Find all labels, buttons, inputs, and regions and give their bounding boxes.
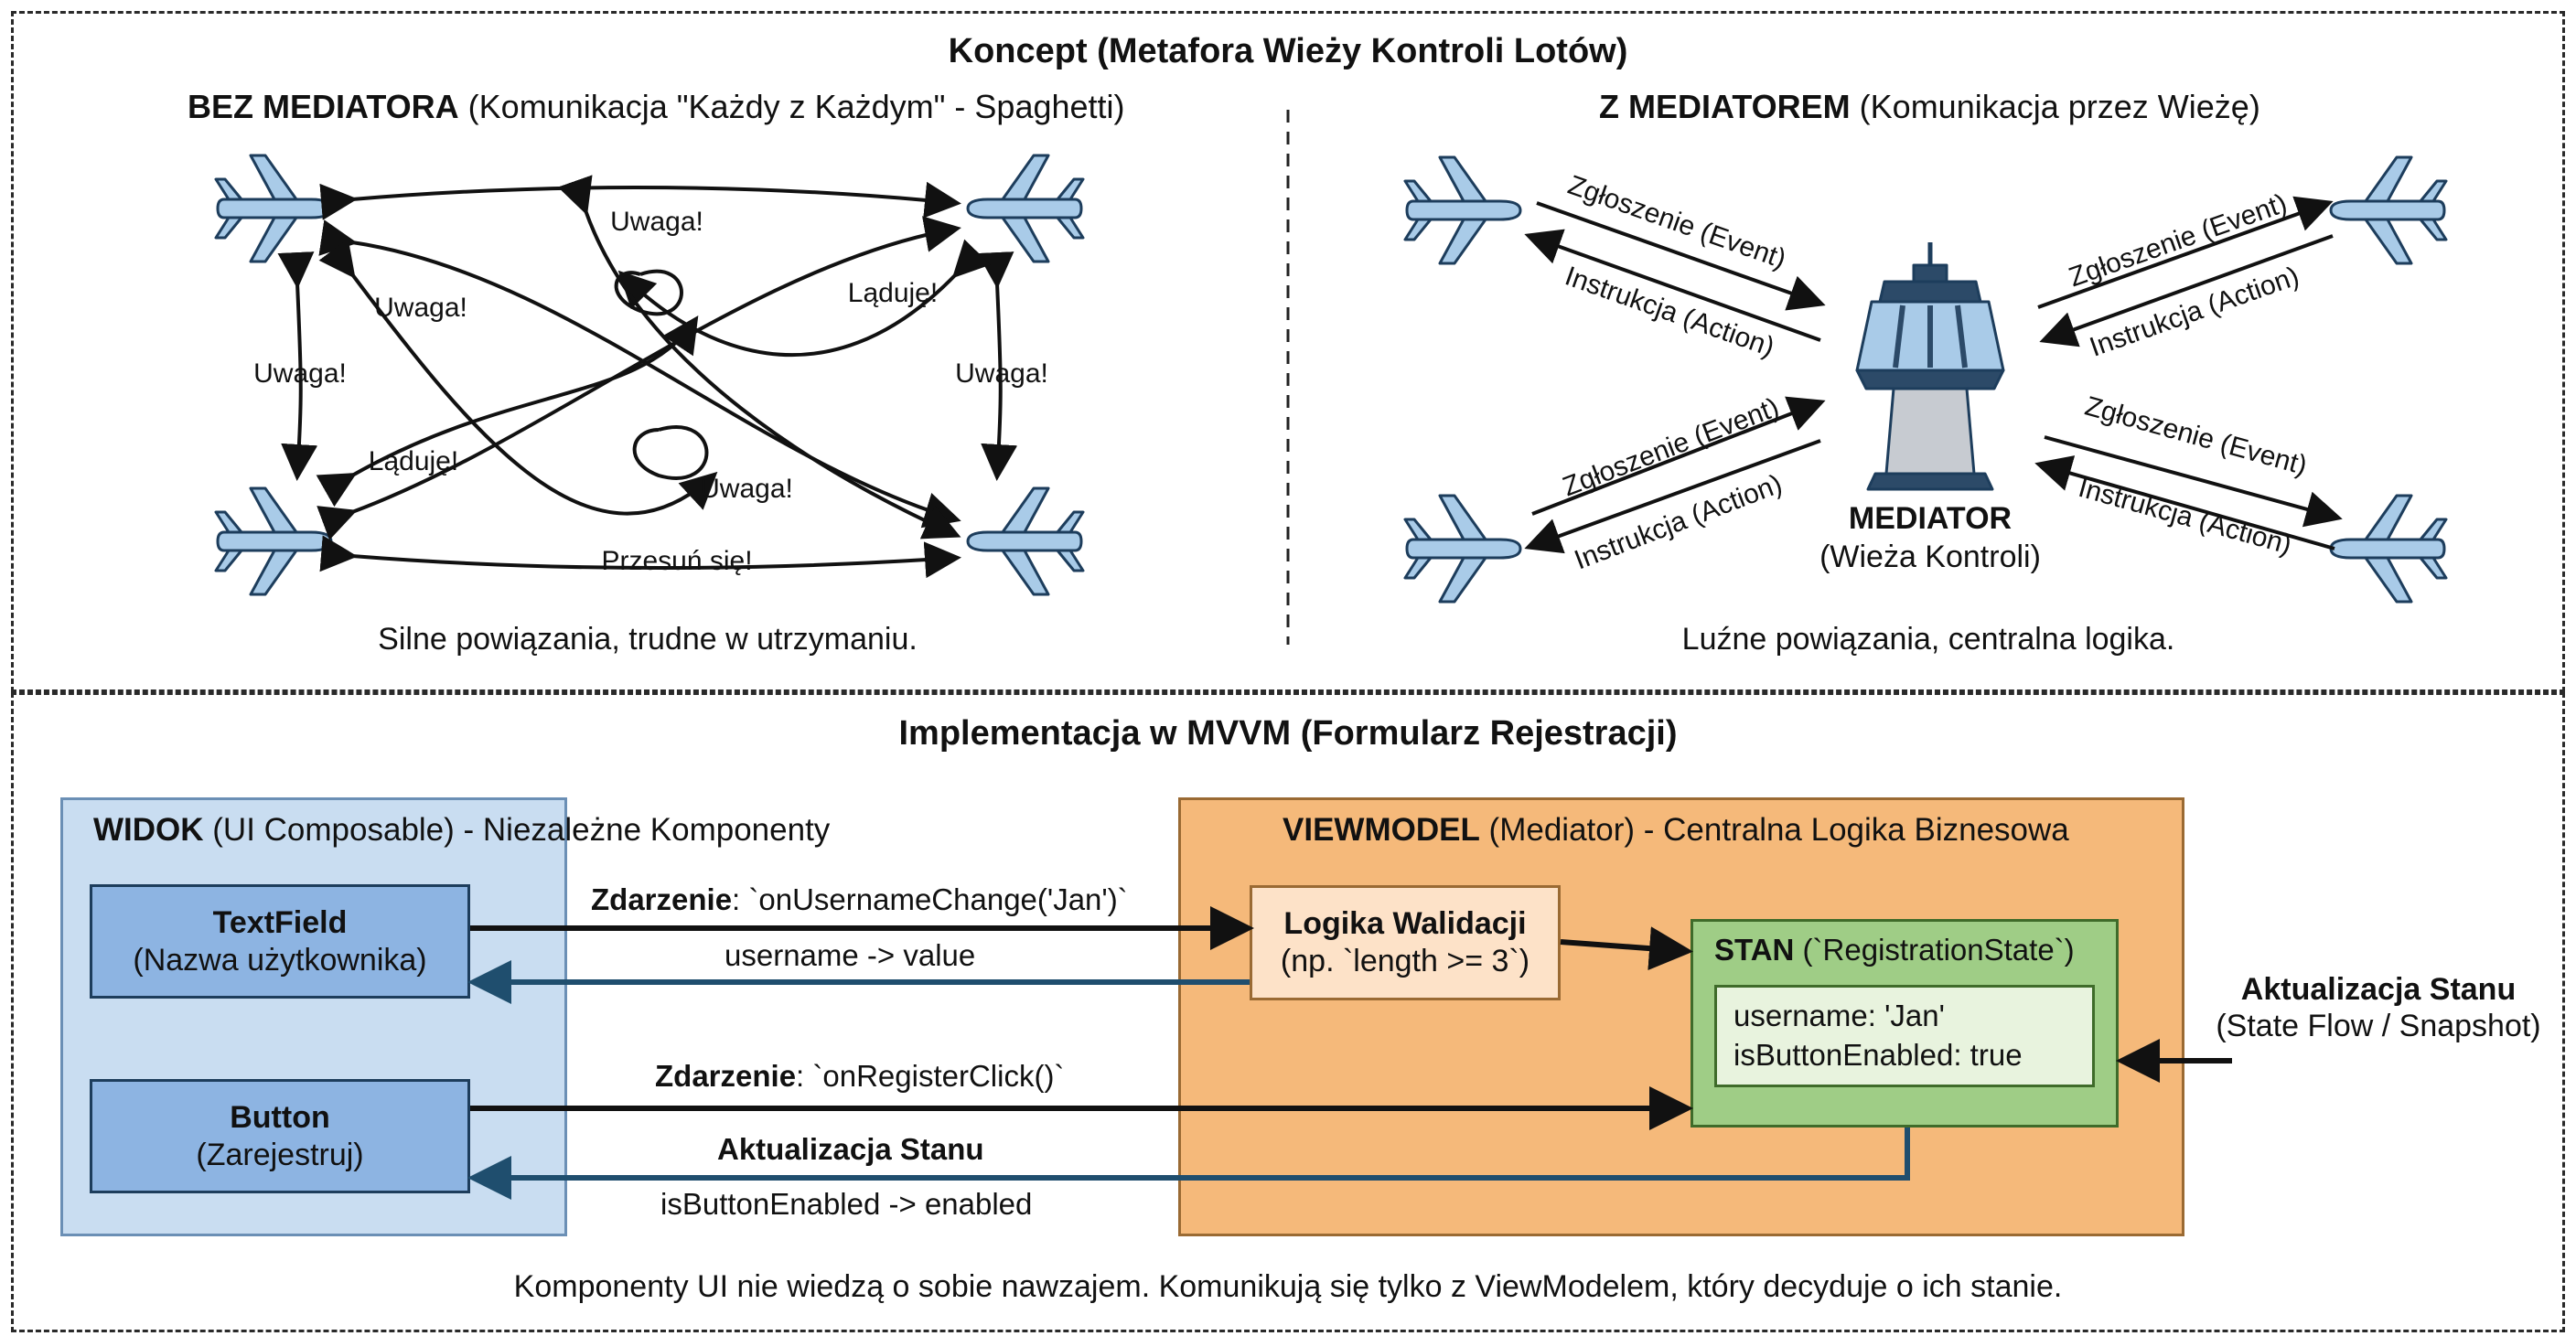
external-update-title: Aktualizacja Stanu xyxy=(2240,972,2517,1007)
event2-label: Zdarzenie: `onRegisterClick()` xyxy=(655,1059,1064,1094)
concept-frame xyxy=(11,11,2565,692)
state-username: username: 'Jan' xyxy=(1733,999,1945,1032)
external-update-subtitle: (State Flow / Snapshot) xyxy=(2216,1009,2541,1043)
view-heading: WIDOK (UI Composable) - Niezależne Kompo… xyxy=(93,812,830,849)
with-mediator-heading-bold: Z MEDIATOREM xyxy=(1599,88,1851,125)
validation-title: Logika Walidacji xyxy=(1283,906,1527,942)
mvvm-frame xyxy=(11,692,2565,1332)
mediator-arrows xyxy=(1524,196,2343,554)
with-mediator-caption: Luźne powiązania, centralna logika. xyxy=(1681,622,2175,657)
concept-diagram: Uwaga! Uwaga! Uwaga! Ląduję! Uwaga! Lądu… xyxy=(214,110,2448,645)
textfield-component: TextField (Nazwa użytkownika) xyxy=(90,884,470,999)
button-subtitle: (Zarejestruj) xyxy=(196,1137,364,1172)
with-mediator-heading-rest: (Komunikacja przez Wieżę) xyxy=(1850,88,2260,125)
spaghetti-label: Uwaga! xyxy=(610,207,703,237)
event1-label-rest: : `onUsernameChange('Jan')` xyxy=(732,882,1128,916)
event1-label: Zdarzenie: `onUsernameChange('Jan')` xyxy=(591,882,1128,917)
spaghetti-label: Uwaga! xyxy=(253,358,347,389)
event2-label-bold: Zdarzenie xyxy=(655,1059,797,1093)
textfield-title: TextField xyxy=(212,904,348,940)
state-heading-bold: STAN xyxy=(1714,933,1795,967)
spaghetti-label: Uwaga! xyxy=(955,358,1048,389)
without-mediator-caption: Silne powiązania, trudne w utrzymaniu. xyxy=(378,622,918,657)
without-mediator-heading-bold: BEZ MEDIATORA xyxy=(188,88,459,125)
view-heading-rest: (UI Composable) - Niezależne Komponenty xyxy=(203,812,831,848)
validation-to-state-arrow xyxy=(1560,926,1693,971)
tower-subtitle: (Wieża Kontroli) xyxy=(1819,540,2041,574)
spaghetti-label: Ląduję! xyxy=(369,446,458,476)
control-tower-icon xyxy=(1855,242,2005,491)
concept-title: Koncept (Metafora Wieży Kontroli Lotów) xyxy=(948,32,1628,70)
event2-label-rest: : `onRegisterClick()` xyxy=(796,1059,1065,1093)
validation-subtitle: (np. `length >= 3`) xyxy=(1280,944,1530,978)
state-heading: STAN (`RegistrationState`) xyxy=(1714,933,2075,967)
spaghetti-label: Uwaga! xyxy=(700,474,793,504)
button-component: Button (Zarejestruj) xyxy=(90,1079,470,1193)
bind2-label: isButtonEnabled -> enabled xyxy=(660,1187,1033,1221)
textfield-subtitle: (Nazwa użytkownika) xyxy=(133,942,427,978)
spaghetti-arrows xyxy=(277,175,1018,579)
without-mediator-heading: BEZ MEDIATORA (Komunikacja "Każdy z Każd… xyxy=(188,88,1125,126)
event1-label-bold: Zdarzenie xyxy=(591,882,733,916)
without-mediator-heading-rest: (Komunikacja "Każdy z Każdym" - Spaghett… xyxy=(458,88,1125,125)
spaghetti-label: Uwaga! xyxy=(374,293,467,323)
mvvm-caption: Komponenty UI nie wiedzą o sobie nawzaje… xyxy=(513,1269,2063,1304)
with-mediator-heading: Z MEDIATOREM (Komunikacja przez Wieżę) xyxy=(1599,88,2260,126)
viewmodel-heading: VIEWMODEL (Mediator) - Centralna Logika … xyxy=(1283,812,2069,849)
view-heading-bold: WIDOK xyxy=(93,812,204,848)
state-heading-rest: (`RegistrationState`) xyxy=(1794,933,2075,967)
bind1-label: username -> value xyxy=(724,938,976,972)
validation-logic-box: Logika Walidacji (np. `length >= 3`) xyxy=(1250,885,1561,1000)
state-values: username: 'Jan' isButtonEnabled: true xyxy=(1714,985,2095,1087)
tower-title: MEDIATOR xyxy=(1848,501,2012,536)
state-update-arrow xyxy=(467,1128,1910,1200)
state-update-label: Aktualizacja Stanu xyxy=(717,1132,984,1166)
spaghetti-label: Ląduję! xyxy=(848,278,938,308)
viewmodel-heading-bold: VIEWMODEL xyxy=(1283,812,1480,848)
viewmodel-heading-rest: (Mediator) - Centralna Logika Biznesowa xyxy=(1479,812,2069,848)
button-title: Button xyxy=(230,1099,330,1135)
state-button-enabled: isButtonEnabled: true xyxy=(1733,1037,2023,1072)
mvvm-title: Implementacja w MVVM (Formularz Rejestra… xyxy=(898,714,1678,753)
spaghetti-label: Przesuń się! xyxy=(601,546,752,576)
